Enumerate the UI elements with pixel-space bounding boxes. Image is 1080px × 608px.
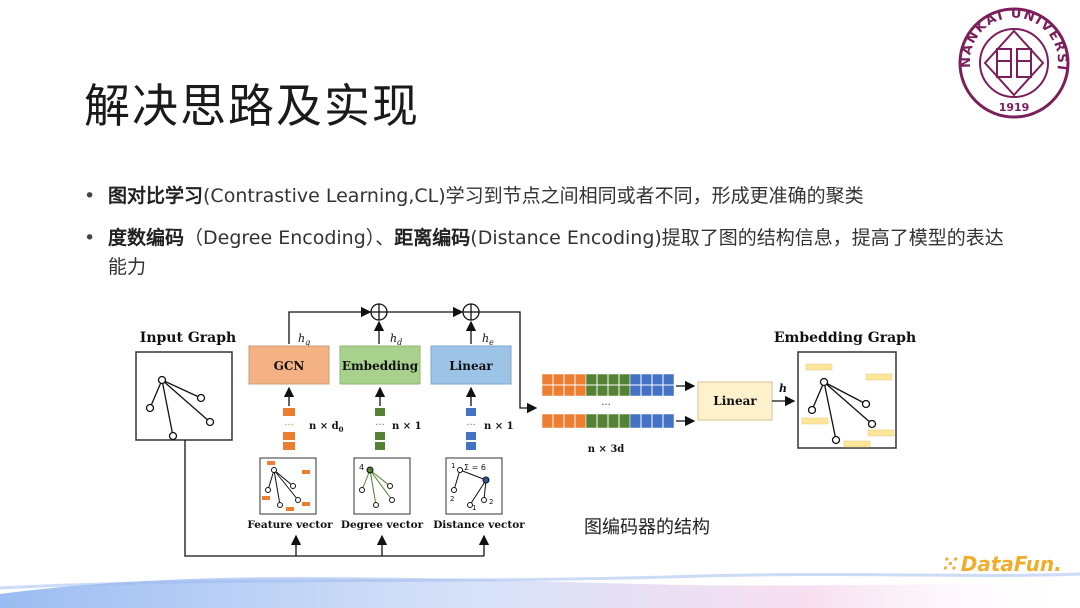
svg-text:···: ··· (601, 400, 611, 411)
svg-text:···: ··· (284, 420, 294, 431)
svg-text:1: 1 (451, 462, 455, 470)
svg-text:h: h (779, 382, 787, 395)
svg-text:n × 1: n × 1 (392, 421, 422, 432)
svg-text:1: 1 (472, 504, 476, 512)
concat-matrix-bottom (541, 413, 675, 429)
svg-text:Σ = 6: Σ = 6 (464, 463, 486, 472)
concat-dim-label: n × 3d (588, 444, 625, 455)
distance-stack: ··· (466, 408, 476, 450)
svg-text:2: 2 (450, 495, 454, 503)
nankai-university-logo: NANKAI UNIVERSITY 1919 (953, 5, 1070, 119)
feature-vector-caption: Feature vector (247, 519, 333, 531)
linear2-box (697, 381, 773, 421)
bullet-2-bold: 度数编码 (108, 227, 185, 249)
svg-text:2: 2 (489, 498, 493, 506)
bullet-2-text: （Degree Encoding）、 (184, 227, 395, 249)
linear-label: Linear (449, 359, 493, 373)
gcn-label: GCN (274, 359, 305, 373)
bullet-item: •图对比学习(Contrastive Learning,CL)学习到节点之间相同… (84, 185, 864, 207)
input-graph-label: Input Graph (140, 330, 236, 346)
linear2-label: Linear (713, 394, 757, 408)
embedding-box (339, 345, 421, 385)
embedding-graph-box (797, 351, 897, 449)
svg-text:n × 1: n × 1 (484, 421, 514, 432)
svg-text:hg: hg (298, 332, 310, 347)
gcn-box (248, 345, 330, 385)
decorative-wave (0, 572, 1080, 608)
svg-text:n × d0: n × d0 (309, 421, 344, 434)
svg-text:4: 4 (359, 463, 364, 472)
input-graph-nodes (145, 375, 215, 441)
linear-box (430, 345, 512, 385)
svg-text:···: ··· (466, 420, 476, 431)
distance-vector-caption: Distance vector (433, 519, 525, 531)
bullet-list: •图对比学习(Contrastive Learning,CL)学习到节点之间相同… (84, 182, 1014, 295)
svg-text:he: he (482, 332, 494, 347)
feature-stack: ··· (283, 408, 295, 450)
slide-title: 解决思路及实现 (84, 79, 420, 133)
embedding-label: Embedding (342, 359, 419, 373)
embedding-graph-label: Embedding Graph (774, 330, 916, 346)
logo-year: 1919 (999, 101, 1030, 114)
bullet-1-text: (Contrastive Learning,CL)学习到节点之间相同或者不同，形… (203, 185, 864, 207)
svg-text:···: ··· (375, 420, 385, 431)
concat-matrix-top (541, 373, 675, 397)
bullet-1-bold: 图对比学习 (108, 185, 204, 207)
graph-encoder-diagram: Input Graph hg hd he GCN Embedding Linea… (135, 303, 916, 557)
input-graph-box (135, 351, 233, 441)
figure-caption: 图编码器的结构 (584, 517, 710, 538)
bullet-item: •度数编码（Degree Encoding）、距离编码(Distance Enc… (84, 227, 1004, 278)
bullet-2-bold2: 距离编码 (394, 227, 471, 249)
datafun-logo: ⁙DataFun. (942, 552, 1062, 576)
svg-text:hd: hd (390, 332, 402, 347)
bullet-2-text2: (Distance Encoding)提取了图的结构信息，提高了模型的表达能力 (108, 227, 1004, 278)
degree-stack: ··· (375, 408, 385, 450)
degree-vector-caption: Degree vector (341, 519, 424, 531)
